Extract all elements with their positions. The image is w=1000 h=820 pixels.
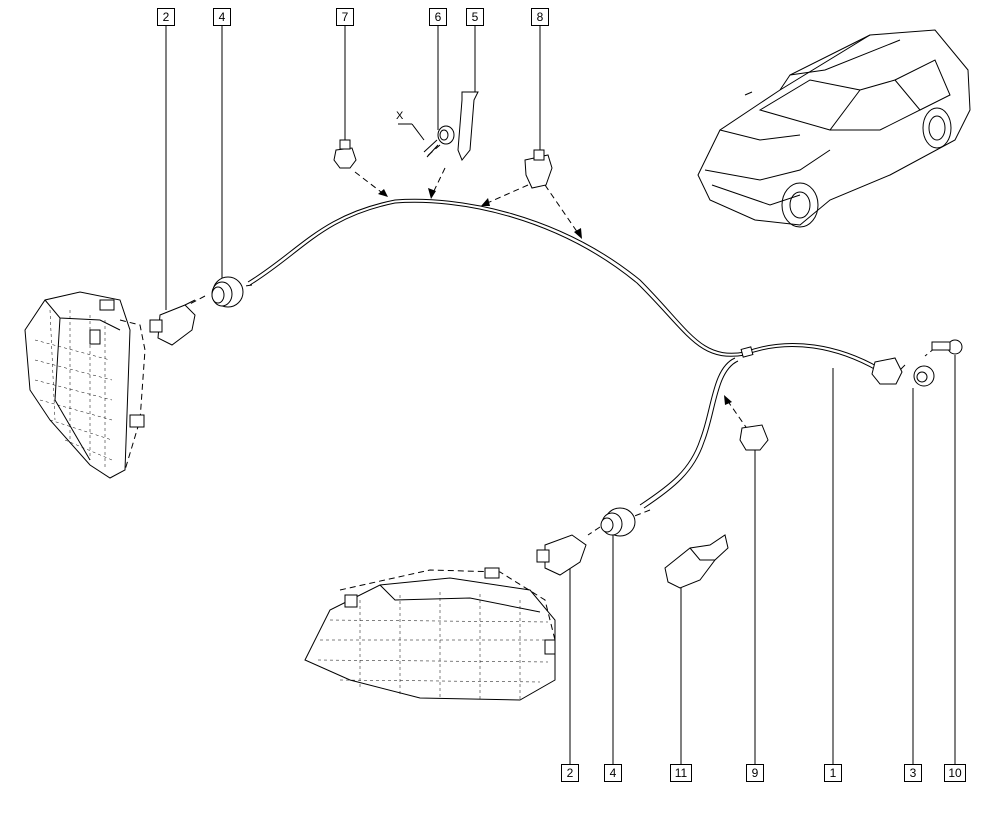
bulb-holder-9: [739, 424, 769, 451]
detail-x-leader: [398, 123, 425, 141]
grommet-4-bottom: [600, 507, 636, 537]
callout-bottom-2: 2: [561, 764, 579, 782]
grommet-6: [423, 125, 455, 158]
callout-top-7: 7: [336, 8, 354, 26]
main-harness-cable: [247, 198, 881, 509]
clip-8: [524, 149, 553, 189]
grommet-4-top: [211, 276, 244, 308]
screw-10: [931, 339, 963, 355]
callout-bottom-9: 9: [746, 764, 764, 782]
callout-bottom-3: 3: [904, 764, 922, 782]
callout-bottom-4: 4: [604, 764, 622, 782]
grommet-3: [913, 365, 935, 387]
headlamp-left: [24, 291, 146, 479]
callout-top-5: 5: [466, 8, 484, 26]
callout-top-8: 8: [531, 8, 549, 26]
callout-bottom-10: 10: [944, 764, 966, 782]
car-illustration: [697, 29, 971, 228]
bracket-11: [664, 534, 729, 589]
callout-top-6: 6: [429, 8, 447, 26]
headlamp-right: [304, 567, 556, 701]
connector-1-right: [871, 357, 903, 385]
bulb-holder-7: [333, 139, 357, 169]
connector-2-top: [149, 299, 196, 346]
assembly-arrows: [187, 144, 936, 536]
callout-bottom-1: 1: [824, 764, 842, 782]
detail-x-label: X: [396, 110, 404, 122]
connector-2-bottom: [536, 534, 587, 576]
callout-top-4: 4: [213, 8, 231, 26]
callout-bottom-11: 11: [670, 764, 692, 782]
callout-top-2: 2: [157, 8, 175, 26]
bracket-5: [457, 91, 479, 161]
leader-lines: [165, 26, 956, 765]
